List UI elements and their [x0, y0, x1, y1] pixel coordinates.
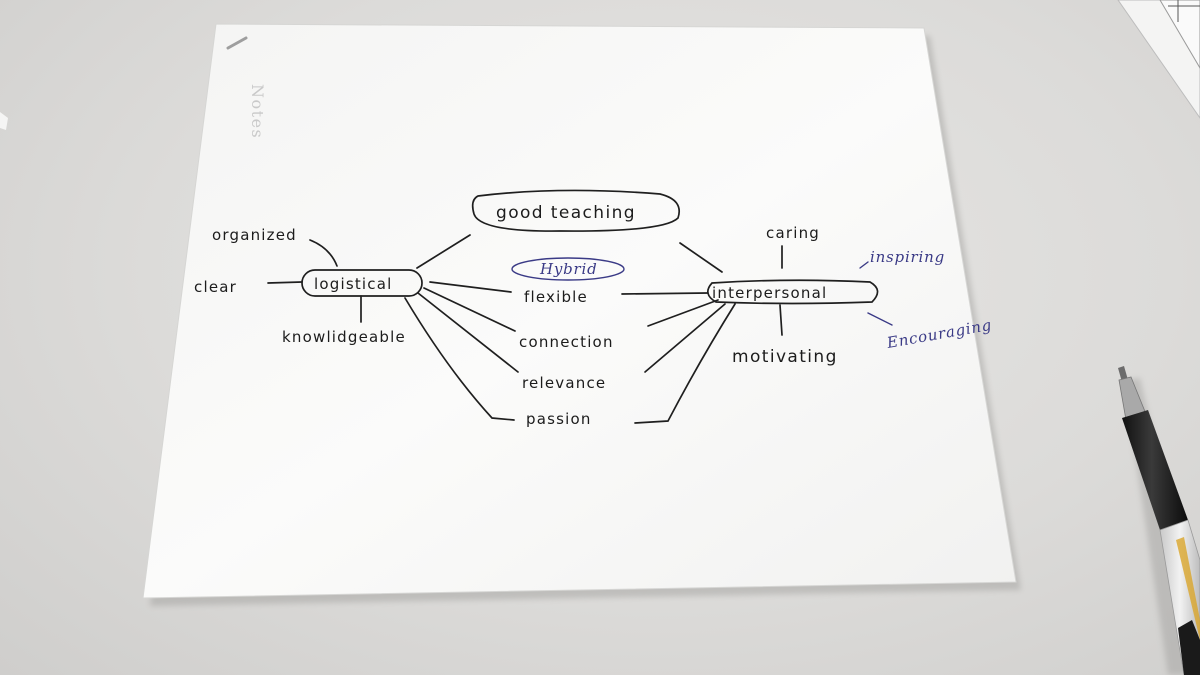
right-term-caring: caring [766, 224, 820, 242]
center-node-outline [471, 189, 680, 232]
left-term-knowledgeable: knowlidgeable [282, 328, 406, 346]
shared-term-flexible: flexible [524, 288, 588, 306]
shared-term-connection: connection [519, 333, 614, 351]
right-hub-outline [707, 279, 879, 305]
ballpoint-pen-icon [1118, 366, 1200, 675]
left-hub-label: logistical [314, 275, 393, 293]
inspiring-tick [859, 261, 869, 269]
mind-map-connectors [267, 234, 783, 424]
left-term-organized: organized [212, 226, 297, 244]
right-term-motivating: motivating [732, 347, 838, 367]
left-hub-outline [301, 269, 423, 297]
shared-term-passion: passion [526, 410, 592, 428]
encouraging-connector [867, 312, 893, 326]
pencil-mark [226, 36, 248, 50]
shared-term-relevance: relevance [522, 374, 606, 392]
paper-cards-edge [1117, 0, 1200, 119]
right-hub-label: interpersonal [712, 284, 827, 302]
blue-term-hybrid: Hybrid [539, 260, 598, 278]
hybrid-outline [511, 257, 625, 281]
left-term-clear: clear [194, 278, 237, 296]
faint-notes-heading: Notes [248, 84, 267, 139]
paper-scrap [0, 112, 8, 130]
center-node-label: good teaching [496, 203, 636, 223]
blue-term-inspiring: inspiring [870, 248, 945, 266]
paper-sheet [142, 23, 1017, 599]
